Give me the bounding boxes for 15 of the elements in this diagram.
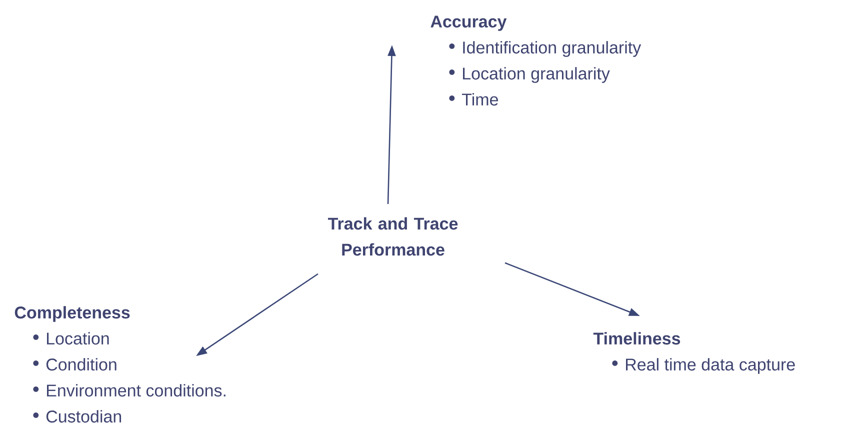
node-label: Location granularity (463, 67, 610, 83)
node-label: Accuracy (430, 16, 507, 31)
bullet-list-block: Timeliness Real time data capture (593, 332, 795, 374)
node-label: Environment conditions. (46, 384, 226, 397)
node-label: Timeliness (593, 332, 680, 345)
node-label: Completeness (14, 306, 130, 322)
node-label: Custodian (46, 410, 122, 423)
title-text: Track and Trace Performance (328, 217, 458, 256)
bullet-list-block: Completeness Location Condition Environment conditions. Custodian (14, 306, 226, 423)
node-label: Condition (46, 358, 116, 371)
node-label: Time (462, 93, 498, 106)
bullet-list-block: Accuracy Identification granularity Location granularity Time (430, 16, 642, 106)
node-label: Real time data capture (626, 358, 795, 374)
node-label: Identification granularity (463, 41, 642, 57)
node-label: Location (46, 332, 109, 345)
